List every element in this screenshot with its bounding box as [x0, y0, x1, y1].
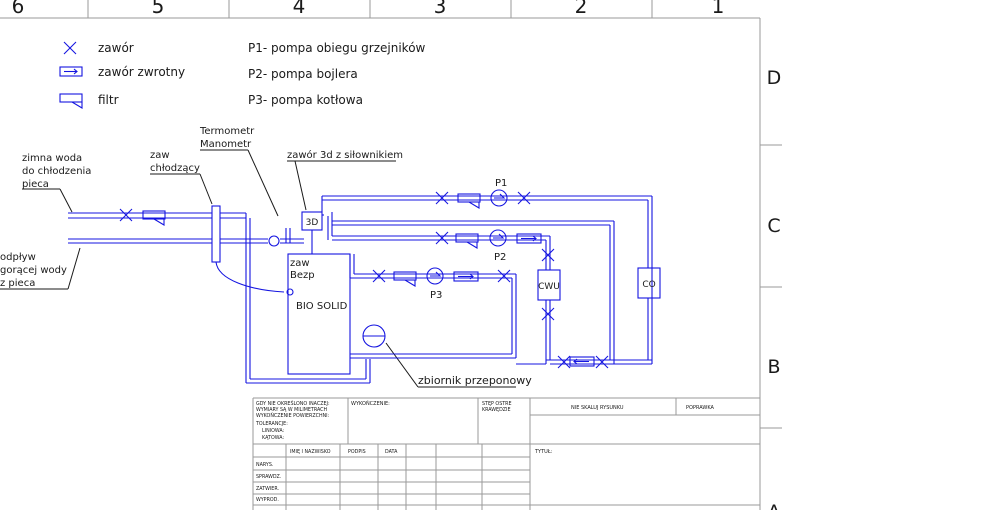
row-label-c: C	[767, 215, 780, 237]
cwu-label: CWU	[538, 282, 560, 292]
piping	[68, 195, 661, 384]
legend-valve-label: zawór	[98, 41, 134, 55]
component-labels: 3D zaw Bezp BIO SOLID P1 P2 P3 CWU CO	[290, 178, 656, 312]
title-field: TYTUŁ:	[534, 449, 553, 455]
role-approved: ZATWIER.	[256, 486, 279, 492]
col-label-1: 1	[712, 0, 725, 18]
valve-x-icon	[435, 191, 449, 205]
header-sign: PODPIS	[348, 449, 366, 455]
legend-p2: P2- pompa bojlera	[248, 67, 358, 81]
note-5: LINIOWA:	[262, 428, 285, 434]
valve-x-icon	[517, 191, 531, 205]
legend-p1: P1- pompa obiegu grzejników	[248, 41, 426, 55]
cwu-box	[537, 269, 561, 301]
pump-p2-icon	[489, 229, 507, 247]
revision-label: POPRAWKA	[686, 405, 715, 411]
col-label-6: 6	[12, 0, 25, 18]
boiler-label: BIO SOLID	[296, 301, 348, 312]
valve-x-icon	[372, 269, 386, 283]
boiler	[287, 253, 351, 375]
note-4: TOLERANCJE:	[255, 421, 288, 427]
col-label-5: 5	[152, 0, 165, 18]
note-1: GDY NIE OKREŚLONO INACZEJ:	[256, 400, 330, 407]
check-valve-icon	[453, 271, 479, 282]
check-valve-icon	[516, 233, 542, 244]
p3-label: P3	[430, 290, 442, 301]
valve-x-icon	[63, 41, 77, 55]
legend-p3: P3- pompa kotłowa	[248, 93, 363, 107]
role-checked: SPRAWDZ.	[256, 474, 281, 480]
pump-p1-icon	[490, 189, 508, 207]
co-box	[637, 267, 661, 299]
filter-icon	[457, 193, 481, 209]
frame: 6 5 4 3 2 1 D C B A	[0, 0, 782, 510]
role-drawn: NARYS.	[256, 462, 273, 468]
title-block: GDY NIE OKREŚLONO INACZEJ: WYMIARY SĄ W …	[252, 397, 760, 510]
thermometer-label: Termometr	[199, 126, 255, 137]
valve-x-icon	[557, 355, 571, 369]
co-label: CO	[642, 280, 655, 290]
cooling-valve-label-1: zaw	[150, 150, 170, 161]
valve-x-icon	[119, 208, 133, 222]
safety-valve-label-2: Bezp	[290, 270, 315, 281]
header-date: DATA	[385, 449, 398, 455]
manometer-label: Manometr	[200, 139, 252, 150]
header-name: IMIĘ I NAZWISKO	[290, 449, 331, 455]
p1-label: P1	[495, 178, 507, 189]
tank-label: zbiornik przeponowy	[418, 374, 532, 387]
filter-icon	[455, 233, 479, 249]
valve-x-icon	[541, 307, 555, 321]
note-6: KĄTOWA:	[262, 435, 284, 441]
valves	[119, 189, 609, 369]
cooling-valve-label-2: chłodzący	[150, 163, 200, 174]
edges-label-1: STĘP OSTRE	[482, 401, 512, 407]
outflow-label-2: gorącej wody	[0, 265, 67, 276]
annotations: zimna woda do chłodzenia pieca odpływ go…	[0, 126, 532, 388]
note-2: WYMIARY SĄ W MILIMETRACH	[256, 407, 328, 413]
safety-valve-label-1: zaw	[290, 258, 310, 269]
role-produced: WYPROD.	[256, 497, 279, 503]
no-scale-label: NIE SKALUJ RYSUNKU	[571, 405, 624, 411]
valve-x-icon	[541, 248, 555, 262]
col-label-2: 2	[575, 0, 588, 18]
outflow-label-3: z pieca	[0, 278, 35, 289]
cold-water-label-1: zimna woda	[22, 153, 82, 164]
outflow-label-1: odpływ	[0, 252, 36, 263]
pump-p3-icon	[426, 267, 444, 285]
legend-check-valve-label: zawór zwrotny	[98, 65, 185, 79]
cold-water-label-2: do chłodzenia	[22, 166, 91, 177]
legend-filter-label: filtr	[98, 93, 119, 107]
valve-3d-text: 3D	[306, 218, 319, 228]
filter-icon	[393, 271, 417, 287]
valve-x-icon	[497, 269, 511, 283]
p2-label: P2	[494, 252, 506, 263]
note-3: WYKOŃCZENIE POWIERZCHNI:	[256, 412, 330, 419]
check-valve-icon	[59, 66, 83, 77]
row-label-a: A	[768, 501, 781, 510]
row-label-d: D	[767, 67, 782, 89]
filter-icon	[59, 93, 83, 109]
legend: zawór zawór zwrotny filtr P1- pompa obie…	[59, 41, 426, 109]
row-label-b: B	[767, 356, 780, 378]
col-label-4: 4	[293, 0, 306, 18]
col-label-3: 3	[434, 0, 447, 18]
filter-icon	[142, 210, 166, 226]
finish-label: WYKOŃCZENIE:	[351, 400, 390, 407]
edges-label-2: KRAWĘDZIE	[482, 407, 511, 413]
cold-water-label-3: pieca	[22, 179, 49, 190]
valve-3d-label: zawór 3d z siłownikiem	[287, 149, 403, 161]
check-valve-icon	[569, 356, 595, 367]
valve-x-icon	[435, 231, 449, 245]
valve-x-icon	[595, 355, 609, 369]
